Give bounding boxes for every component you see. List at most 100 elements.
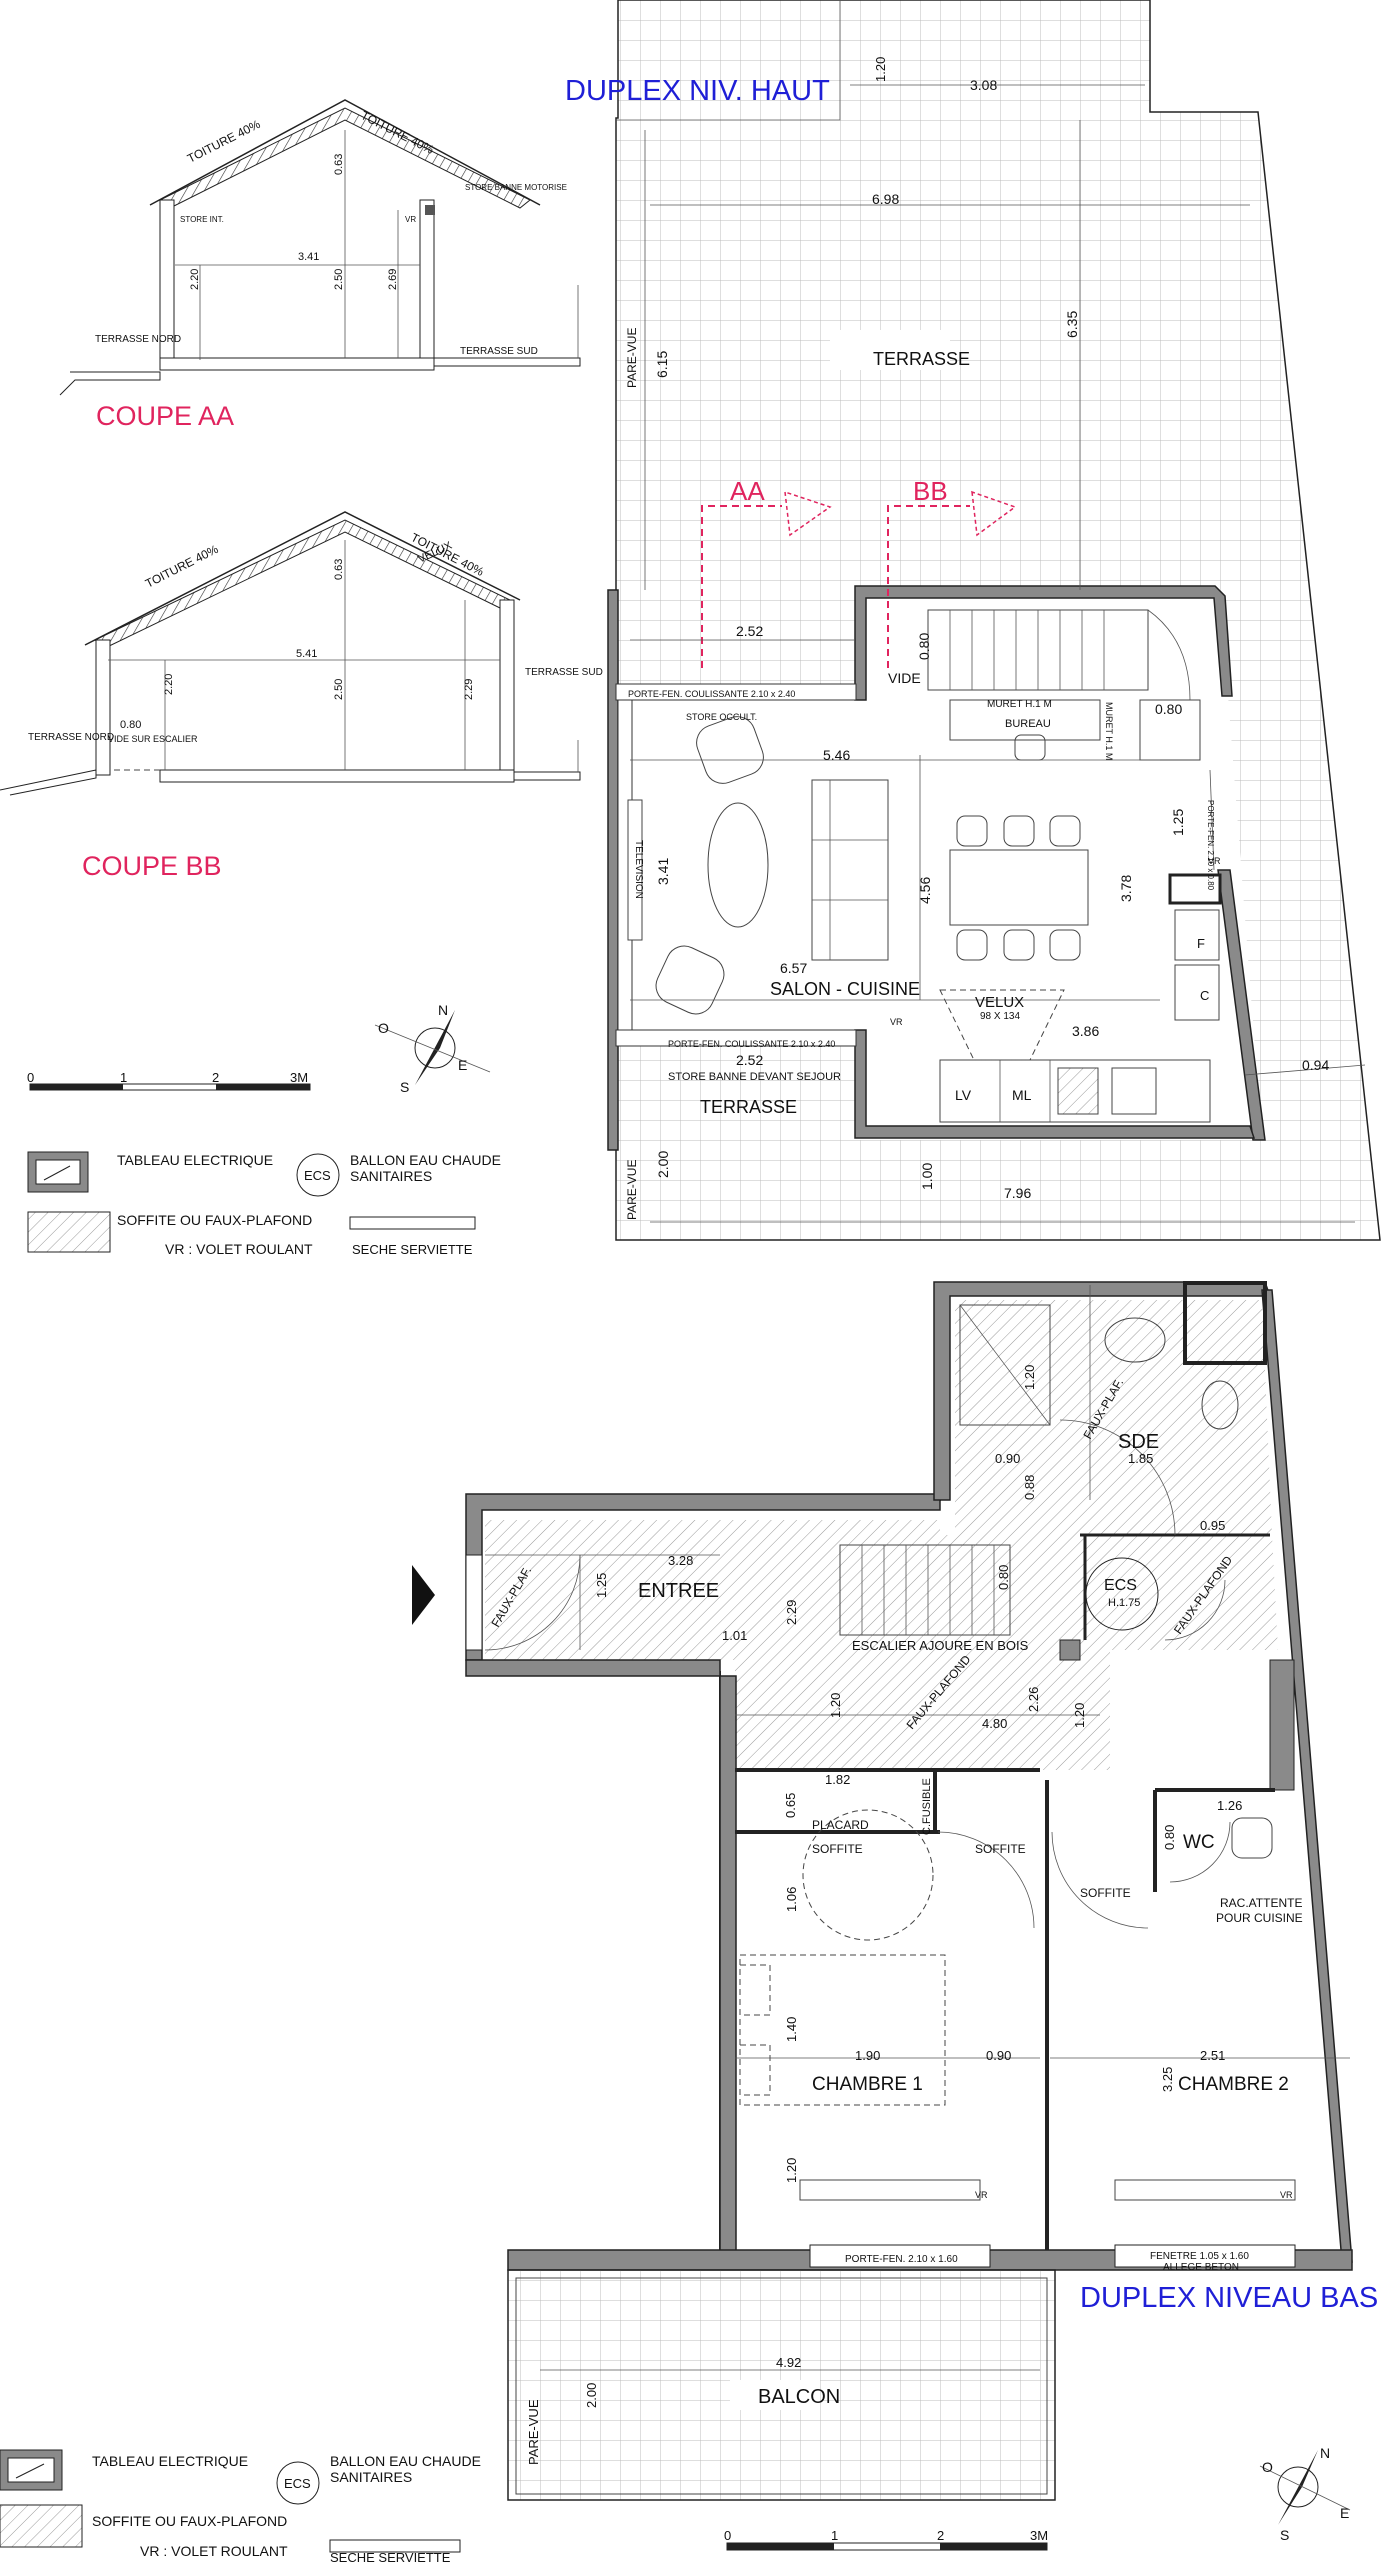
- soffite-2: SOFFITE: [975, 1842, 1026, 1856]
- dim-308: 3.08: [970, 77, 997, 93]
- salon-cuisine-label: SALON - CUISINE: [770, 979, 920, 999]
- dim-252b: 2.52: [736, 1052, 763, 1068]
- dim-l-090b: 0.90: [986, 2048, 1011, 2063]
- dim-386: 3.86: [1072, 1023, 1099, 1039]
- dim-100: 1.00: [919, 1163, 935, 1190]
- legend-top-soffite: SOFFITE OU FAUX-PLAFOND: [117, 1212, 312, 1228]
- dim-546: 5.46: [823, 747, 850, 763]
- dim-l-185: 1.85: [1128, 1451, 1153, 1466]
- wall-top-left: [607, 589, 619, 1151]
- dim-l-120c: 1.20: [1072, 1703, 1087, 1728]
- compass-top-e: E: [458, 1057, 467, 1073]
- coupe-bb-vide: VIDE SUR ESCALIER: [108, 734, 198, 744]
- coupe-aa-terrasse-nord: TERRASSE NORD: [95, 334, 181, 345]
- velux-size-label: 98 X 134: [980, 1011, 1020, 1022]
- dim-l-325: 3.25: [1160, 2067, 1175, 2092]
- muret-vertical-label: MURET H.1 M: [1104, 702, 1114, 760]
- legend-top-ecs: ECS: [304, 1168, 331, 1183]
- dim-080a: 0.80: [916, 633, 932, 660]
- vr-lower-2: VR: [1280, 2190, 1293, 2200]
- scale-top-1: 1: [120, 1070, 127, 1085]
- lower-terrasse-label: TERRASSE: [700, 1097, 797, 1117]
- dim-l-126: 1.26: [1217, 1798, 1242, 1813]
- coupe-aa-store-banne: STORE BANNE MOTORISE: [465, 183, 567, 192]
- dim-341: 3.41: [655, 858, 671, 885]
- legend-bottom-tableau: TABLEAU ELECTRIQUE: [92, 2453, 248, 2469]
- legend-top-ballon-2: SANITAIRES: [350, 1168, 432, 1184]
- cooktop-label: C: [1200, 988, 1209, 1003]
- pare-vue-top: PARE-VUE: [625, 328, 639, 388]
- legend-bottom-soffite: SOFFITE OU FAUX-PLAFOND: [92, 2513, 287, 2529]
- entrance-arrow: [412, 1565, 435, 1625]
- scale-bar-top: [29, 1083, 311, 1091]
- coupe-aa-vr: VR: [405, 215, 416, 224]
- dim-l-080: 0.80: [996, 1565, 1011, 1590]
- stair-lower: [839, 1544, 1011, 1636]
- legend-top-seche: SECHE SERVIETTE: [352, 1242, 473, 1257]
- ecs-height-label: H.1.75: [1108, 1597, 1140, 1609]
- upper-plan: [607, 0, 1381, 1241]
- coupe-aa-dim-341: 3.41: [298, 251, 319, 263]
- dim-l-095: 0.95: [1200, 1518, 1225, 1533]
- allege-label: ALLEGE BETON: [1163, 2262, 1239, 2273]
- coupe-aa-title: COUPE AA: [96, 401, 234, 431]
- legend-top-tableau: TABLEAU ELECTRIQUE: [117, 1152, 273, 1168]
- dim-l-088: 0.88: [1022, 1475, 1037, 1500]
- porte-fenetre-lower: PORTE-FEN. 2.10 x 1.60: [845, 2254, 958, 2265]
- legend-bottom-ballon-1: BALLON EAU CHAUDE: [330, 2453, 481, 2469]
- scale-bottom-2: 2: [937, 2528, 944, 2543]
- porte-fenetre-bottom-label: PORTE-FEN. COULISSANTE 2.10 x 2.40: [668, 1039, 835, 1049]
- scale-top-2: 2: [212, 1070, 219, 1085]
- dim-615: 6.15: [654, 351, 670, 378]
- dim-125: 1.25: [1170, 809, 1186, 836]
- dim-l-182: 1.82: [825, 1772, 850, 1787]
- muret-label: MURET H.1 M: [987, 699, 1052, 710]
- dim-l-328: 3.28: [668, 1553, 693, 1568]
- pare-vue-lower: PARE-VUE: [526, 2399, 541, 2465]
- fenetre-label: FENETRE 1.05 x 1.60: [1150, 2251, 1249, 2262]
- escalier-label: ESCALIER AJOURE EN BOIS: [852, 1638, 1029, 1653]
- balcon-label: BALCON: [758, 2386, 840, 2408]
- legend-top: [27, 1151, 476, 1253]
- coupe-aa-store-int: STORE INT.: [180, 215, 224, 224]
- dim-l-480: 4.80: [982, 1716, 1007, 1731]
- soffite-1: SOFFITE: [812, 1842, 863, 1856]
- coupe-bb-title: COUPE BB: [82, 851, 222, 881]
- wall-bottom: [854, 1029, 1256, 1139]
- compass-top: [374, 1010, 491, 1085]
- coupe-bb-dim-250: 2.50: [333, 679, 345, 700]
- upper-plan-title: DUPLEX NIV. HAUT: [565, 75, 830, 107]
- legend-top-ballon-1: BALLON EAU CHAUDE: [350, 1152, 501, 1168]
- compass-bottom-s: S: [1280, 2527, 1289, 2543]
- coupe-bb-dim-080: 0.80: [120, 719, 141, 731]
- vr-lower-1: VR: [975, 2190, 988, 2200]
- section-marker-bb: BB: [913, 476, 948, 506]
- legend-bottom-seche: SECHE SERVIETTE: [330, 2550, 451, 2564]
- compass-bottom-o: O: [1262, 2459, 1273, 2475]
- coupe-bb-terrasse-sud: TERRASSE SUD: [525, 667, 603, 678]
- coupe-aa-dim-250: 2.50: [333, 269, 345, 290]
- stair-upper: [927, 609, 1201, 761]
- scale-bottom-0: 0: [724, 2528, 731, 2543]
- coupe-aa-dim-063: 0.63: [333, 154, 345, 175]
- dim-l-120a: 1.20: [1022, 1365, 1037, 1390]
- dim-l-120d: 1.20: [784, 2158, 799, 2183]
- dim-635: 6.35: [1064, 311, 1080, 338]
- store-banne-label: STORE BANNE DEVANT SEJOUR: [668, 1071, 841, 1083]
- lower-wall-entry: [465, 1659, 737, 2253]
- compass-bottom-n: N: [1320, 2445, 1330, 2461]
- coupe-aa-drawing: [59, 99, 581, 396]
- dim-l-101: 1.01: [722, 1628, 747, 1643]
- entree-label: ENTREE: [638, 1580, 719, 1602]
- scale-bottom-1: 1: [831, 2528, 838, 2543]
- coupe-aa-dim-220: 2.20: [189, 269, 201, 290]
- dim-l-120b: 1.20: [828, 1693, 843, 1718]
- coupe-aa-terrasse-sud: TERRASSE SUD: [460, 346, 538, 357]
- placard-label: PLACARD: [812, 1818, 869, 1832]
- compass-top-o: O: [378, 1020, 389, 1036]
- vide-label: VIDE: [888, 670, 921, 686]
- coupe-bb-roof-left: TOITURE 40%: [143, 542, 221, 591]
- sde-label: SDE: [1118, 1431, 1159, 1453]
- scale-bottom-3m: 3M: [1030, 2528, 1048, 2543]
